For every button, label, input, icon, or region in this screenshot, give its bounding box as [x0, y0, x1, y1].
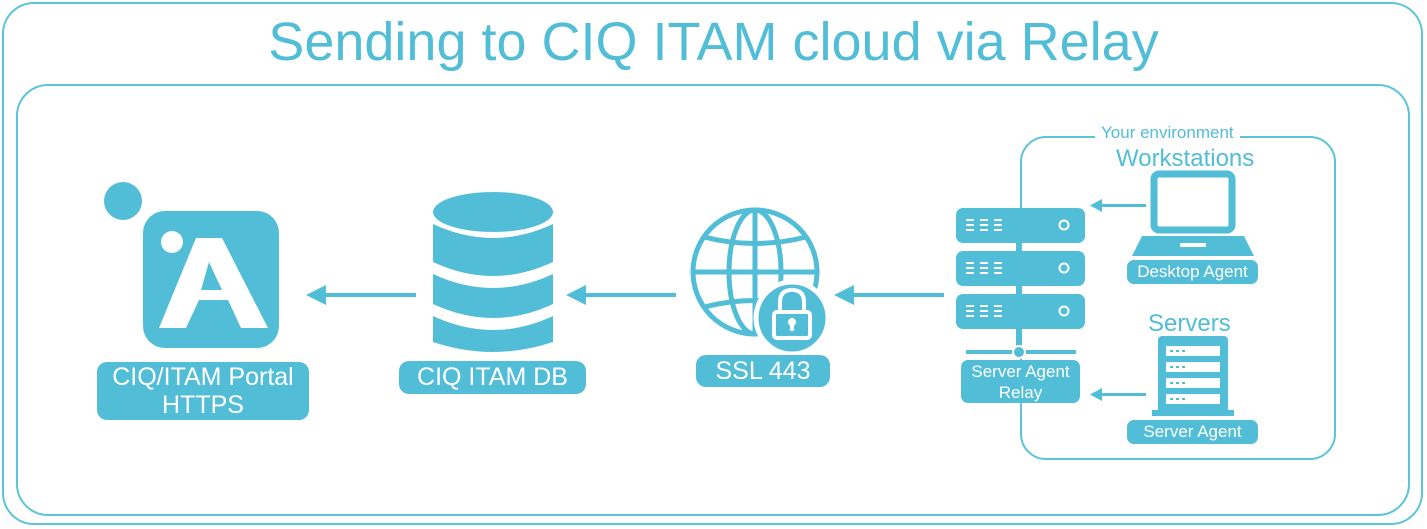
- relay-label: Server Agent Relay: [961, 360, 1080, 403]
- desktop-agent-label: Desktop Agent: [1127, 260, 1258, 284]
- environment-label: Your environment: [1095, 122, 1240, 144]
- portal-label: CIQ/ITAM Portal HTTPS: [97, 362, 309, 420]
- arrow-left-icon: [566, 285, 676, 305]
- arrow-left-icon: [306, 285, 416, 305]
- diagram-title: Sending to CIQ ITAM cloud via Relay: [268, 12, 1159, 72]
- workstations-heading: Workstations: [1116, 145, 1255, 172]
- relay-label-line2: Relay: [998, 383, 1043, 402]
- server-rack-icon: [956, 208, 1085, 359]
- arrow-left-icon: [1090, 199, 1146, 212]
- portal-label-line2: HTTPS: [162, 391, 244, 419]
- arrow-left-icon: [834, 285, 944, 305]
- server-tower-icon: [1152, 336, 1234, 416]
- server-agent-label: Server Agent: [1127, 420, 1258, 444]
- servers-heading: Servers: [1148, 310, 1231, 337]
- database-icon: [433, 192, 553, 352]
- globe-lock-icon: [690, 207, 831, 357]
- ciq-logo-icon: [104, 182, 279, 348]
- db-label: CIQ ITAM DB: [399, 361, 586, 394]
- arrow-left-icon: [1090, 388, 1146, 401]
- relay-label-line1: Server Agent: [971, 362, 1070, 381]
- laptop-icon: [1132, 170, 1254, 256]
- inner-frame: [16, 84, 1410, 516]
- ssl-label: SSL 443: [696, 355, 830, 387]
- portal-label-line1: CIQ/ITAM Portal: [112, 363, 294, 391]
